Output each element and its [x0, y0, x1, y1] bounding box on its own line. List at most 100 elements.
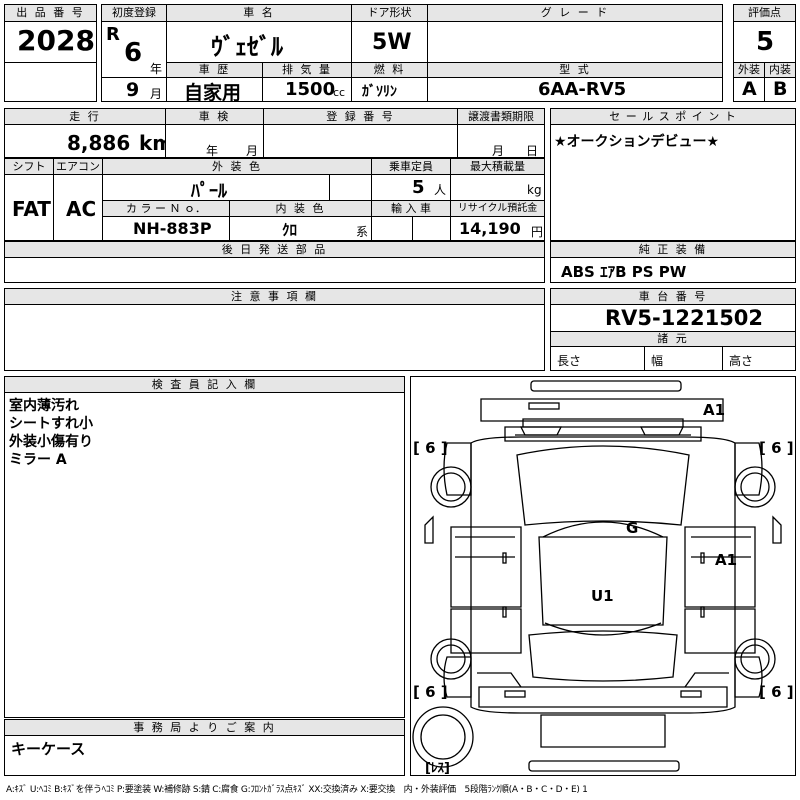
displacement-box: 1500 cc	[262, 77, 352, 102]
door-type: 5W	[372, 30, 412, 55]
color-extra-box	[329, 174, 372, 201]
notes-box	[4, 304, 545, 371]
interior-grade: B	[773, 78, 788, 100]
first-reg-month-box: 9 月	[101, 77, 167, 102]
first-reg-label: 初度登録	[101, 4, 167, 22]
displacement-label: 排 気 量	[262, 62, 352, 78]
interior-color-box: ｸﾛ 系	[229, 216, 372, 241]
later-parts-box	[4, 257, 545, 283]
mileage-value: 8,886	[67, 131, 131, 155]
inspector-line: ミラー A	[9, 452, 67, 468]
ac-box: AC	[53, 174, 103, 241]
equipment-box: ABS ｴｱB PS PW	[550, 257, 796, 283]
lot-label: 出 品 番 号	[4, 4, 97, 22]
inspector-box: 室内薄汚れ シートすれ小 外装小傷有り ミラー A	[4, 392, 405, 718]
spare-tire-label: [ﾚｽ]	[425, 761, 450, 776]
displacement-value: 1500	[285, 79, 336, 100]
legend: A:ｷｽﾞ U:ﾍｺﾐ B:ｷｽﾞを伴うﾍｺﾐ P:要塗装 W:補修跡 S:錆 …	[6, 785, 588, 795]
inspector-label: 検 査 員 記 入 欄	[4, 376, 405, 393]
model-value: 6AA-RV5	[538, 79, 627, 100]
inspection-year-unit: 年	[206, 144, 219, 158]
ac-label: エアコン	[53, 158, 103, 175]
color-no-box: NH-883P	[102, 216, 230, 241]
fuel-box: ｶﾞｿﾘﾝ	[351, 77, 428, 102]
shift-box: FAT	[4, 174, 54, 241]
chassis-label: 車 台 番 号	[550, 288, 796, 305]
capacity-unit: 人	[434, 183, 447, 197]
exterior-box: A	[733, 77, 765, 102]
history-box: 自家用	[166, 77, 263, 104]
model-label: 型 式	[427, 62, 723, 78]
capacity-value: 5	[412, 177, 425, 198]
fuel-value: ｶﾞｿﾘﾝ	[362, 84, 397, 100]
width-label: 幅	[651, 354, 664, 368]
car-name-label: 車 名	[166, 4, 352, 22]
shift-value: FAT	[12, 197, 51, 221]
fuel-label: 燃 料	[351, 62, 428, 78]
first-reg-year-box: R 6 年	[101, 21, 167, 78]
equipment-text: ABS ｴｱB PS PW	[561, 263, 687, 281]
interior-color-unit: 系	[356, 225, 369, 239]
transfer-month-unit: 月	[492, 144, 505, 158]
damage-mark-front: A1	[703, 401, 726, 419]
length-label: 長さ	[557, 354, 582, 368]
month-unit: 月	[150, 87, 163, 101]
transfer-label: 譲渡書類期限	[457, 108, 545, 125]
capacity-label: 乗車定員	[371, 158, 451, 175]
interior-box: B	[764, 77, 796, 102]
inspection-box: 年 月	[165, 124, 264, 158]
max-load-unit: kg	[527, 183, 542, 197]
capacity-box: 5 人	[371, 174, 451, 201]
width-box: 幅	[644, 346, 723, 371]
length-box: 長さ	[550, 346, 645, 371]
year-unit: 年	[150, 62, 163, 76]
history-label: 車 歴	[166, 62, 263, 78]
registration-box	[263, 124, 458, 158]
exterior-label: 外装	[733, 62, 765, 78]
notes-label: 注 意 事 項 欄	[4, 288, 545, 305]
score-label: 評価点	[733, 4, 796, 22]
shift-label: シフト	[4, 158, 54, 175]
mileage-box: 8,886 km	[4, 124, 173, 158]
equipment-label: 純 正 装 備	[550, 241, 796, 258]
later-parts-label: 後 日 発 送 部 品	[4, 241, 545, 258]
mileage-label: 走 行	[4, 108, 166, 125]
lot-number: 2028	[17, 24, 95, 57]
ac-value: AC	[66, 197, 97, 221]
chassis-box: RV5-1221502	[550, 304, 796, 332]
inspection-label: 車 検	[165, 108, 264, 125]
interior-color-value: ｸﾛ	[282, 221, 298, 239]
chassis-number: RV5-1221502	[605, 306, 764, 330]
tire-fr-label: [ 6 ]	[759, 439, 794, 457]
inspector-line: シートすれ小	[9, 416, 93, 432]
spec-label: 諸 元	[550, 331, 796, 347]
max-load-label: 最大積載量	[450, 158, 545, 175]
transfer-day-unit: 日	[526, 144, 539, 158]
lot-blank	[4, 62, 97, 102]
color-label: 外 装 色	[102, 158, 372, 175]
recycle-box: 14,190 円	[450, 216, 545, 241]
inspector-line: 外装小傷有り	[9, 434, 93, 450]
tire-rl-label: [ 6 ]	[413, 683, 448, 701]
exterior-grade: A	[742, 78, 757, 100]
grade-label: グ レ ー ド	[427, 4, 723, 22]
sales-text: ★オークションデビュー★	[554, 134, 720, 150]
score-box: 5	[733, 21, 796, 63]
registration-label: 登 録 番 号	[263, 108, 458, 125]
score-value: 5	[756, 27, 775, 57]
door-box: 5W	[351, 21, 428, 63]
inspector-line: 室内薄汚れ	[9, 398, 79, 414]
tire-fl-label: [ 6 ]	[413, 439, 448, 457]
color-value: ﾊﾟｰﾙ	[191, 181, 227, 202]
history-value: 自家用	[184, 82, 242, 104]
model-box: 6AA-RV5	[427, 77, 723, 102]
displacement-unit: cc	[333, 86, 346, 99]
color-no-value: NH-883P	[133, 219, 212, 238]
car-diagram: [ 6 ] [ 6 ] [ 6 ] [ 6 ] A1 A1 G U1 [ﾚｽ]	[410, 376, 796, 776]
car-name-box: ｳﾞｪｾﾞﾙ	[166, 21, 352, 63]
era: R	[106, 24, 120, 45]
car-name: ｳﾞｪｾﾞﾙ	[211, 33, 283, 61]
import-box-right	[412, 216, 451, 241]
max-load-box: kg	[450, 174, 545, 201]
office-label: 事 務 局 よ り ご 案 内	[4, 719, 405, 736]
